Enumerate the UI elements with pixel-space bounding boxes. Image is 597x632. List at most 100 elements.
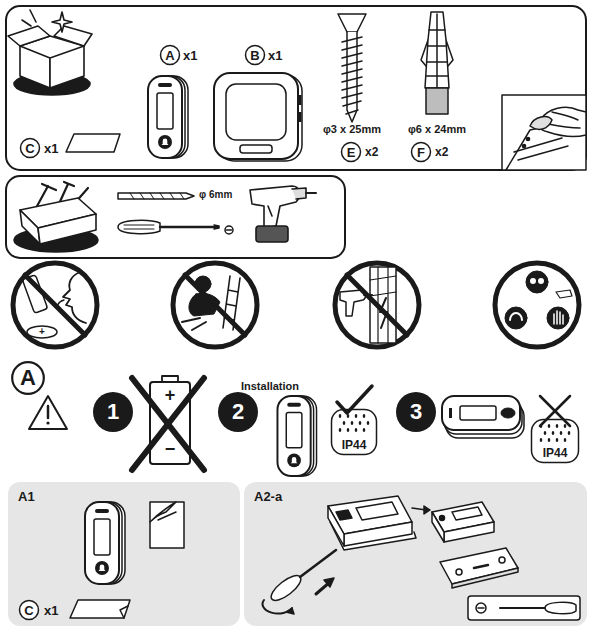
- ip-rating-badge: IP44: [330, 408, 378, 456]
- node-text: 3: [410, 401, 422, 423]
- outline-circle: [20, 601, 39, 620]
- push-button-unit: [148, 76, 188, 158]
- step-heading: A2-a: [254, 490, 587, 503]
- dimension: φ3 x 25mm: [323, 124, 381, 135]
- node-text: IP44: [342, 439, 367, 451]
- water-drop: [343, 421, 346, 425]
- water-drop: [359, 421, 362, 425]
- filled-circle: [218, 392, 258, 432]
- badge-outline: [332, 410, 377, 455]
- step-number: 3: [396, 392, 436, 432]
- quantity: x1: [44, 604, 58, 617]
- step-number: 2: [218, 392, 258, 432]
- node-text: F: [417, 146, 425, 159]
- quantity: x1: [268, 49, 282, 62]
- part-letter: C: [19, 137, 41, 159]
- cross-mark: [540, 396, 570, 426]
- water-drop: [347, 428, 350, 432]
- water-drop: [355, 414, 358, 418]
- quantity: x2: [435, 146, 448, 158]
- water-drop: [568, 431, 571, 435]
- water-drop: [552, 431, 555, 435]
- outline-circle: [246, 46, 265, 65]
- node-text: A: [20, 367, 36, 389]
- water-drop: [560, 431, 563, 435]
- unbox-icon: [8, 10, 92, 95]
- water-drop: [564, 438, 567, 442]
- screw: [338, 14, 366, 122]
- quantity: x1: [183, 49, 197, 62]
- receiver-unit: [214, 73, 302, 161]
- dimension: φ 6mm: [199, 190, 232, 200]
- drill-bit: [118, 193, 194, 199]
- polarity-sign: +: [165, 386, 176, 404]
- water-drop: [540, 438, 543, 442]
- node-text: IP44: [543, 447, 568, 459]
- water-drop: [548, 438, 551, 442]
- water-drop: [355, 428, 358, 432]
- wall-plug: [421, 12, 453, 114]
- node-text: C: [25, 142, 34, 155]
- cordless-drill: [250, 186, 316, 242]
- water-drop: [347, 414, 350, 418]
- no-drill-cables-sign: [335, 263, 419, 347]
- filled-circle: [93, 392, 133, 432]
- protective-film: [66, 134, 120, 152]
- water-drop: [363, 428, 366, 432]
- section-letter: A: [10, 360, 46, 396]
- node-text: A: [165, 49, 174, 62]
- step-panel: A2-a: [244, 482, 587, 626]
- outline-circle: [161, 46, 180, 65]
- peel-film: [70, 502, 184, 618]
- dimension: φ6 x 24mm: [408, 124, 466, 135]
- lying-button-unit: [442, 396, 524, 438]
- water-drop: [339, 414, 342, 418]
- screwdriver: [118, 220, 233, 234]
- part-letter: C: [18, 599, 40, 621]
- outline-circle: [342, 143, 361, 162]
- step-caption: Installation: [241, 381, 299, 392]
- water-drop: [556, 438, 559, 442]
- water-drop: [544, 431, 547, 435]
- check-mark: [337, 386, 372, 413]
- panel-frames: [6, 6, 586, 258]
- protective-equipment-sign: [495, 263, 579, 347]
- button-unit-a1: [85, 502, 125, 584]
- water-drop: [363, 414, 366, 418]
- step-heading: A1: [18, 490, 240, 503]
- water-drop: [540, 424, 543, 428]
- open-unit-illustration: [263, 496, 580, 620]
- outline-circle: [12, 362, 44, 394]
- part-letter: A: [159, 44, 181, 66]
- node-text: 1: [107, 401, 119, 423]
- step-number: 1: [93, 392, 133, 432]
- part-letter: F: [410, 141, 432, 163]
- quantity: x2: [365, 146, 378, 158]
- polarity-sign: −: [165, 440, 176, 458]
- water-drop: [351, 421, 354, 425]
- toolbox-icon: [14, 182, 98, 252]
- badge-outline: [532, 420, 579, 463]
- step-panel: A1C: [8, 482, 240, 626]
- warning-triangle: [29, 396, 67, 429]
- filled-circle: [396, 392, 436, 432]
- node-text: 2: [232, 401, 244, 423]
- outline-circle: [21, 139, 40, 158]
- outline-circle: [412, 143, 431, 162]
- no-children-sign: [173, 263, 257, 347]
- water-drop: [548, 424, 551, 428]
- no-battery-symbol: [132, 376, 204, 470]
- water-drop: [556, 424, 559, 428]
- node-text: E: [347, 146, 356, 159]
- water-drop: [367, 421, 370, 425]
- ip-rating-badge: IP44: [530, 418, 580, 464]
- cleaning-inset: [502, 95, 586, 170]
- part-letter: E: [340, 141, 362, 163]
- no-swallow-battery-sign: [13, 263, 97, 347]
- upright-button-unit: [277, 396, 316, 476]
- node-text: C: [24, 604, 33, 617]
